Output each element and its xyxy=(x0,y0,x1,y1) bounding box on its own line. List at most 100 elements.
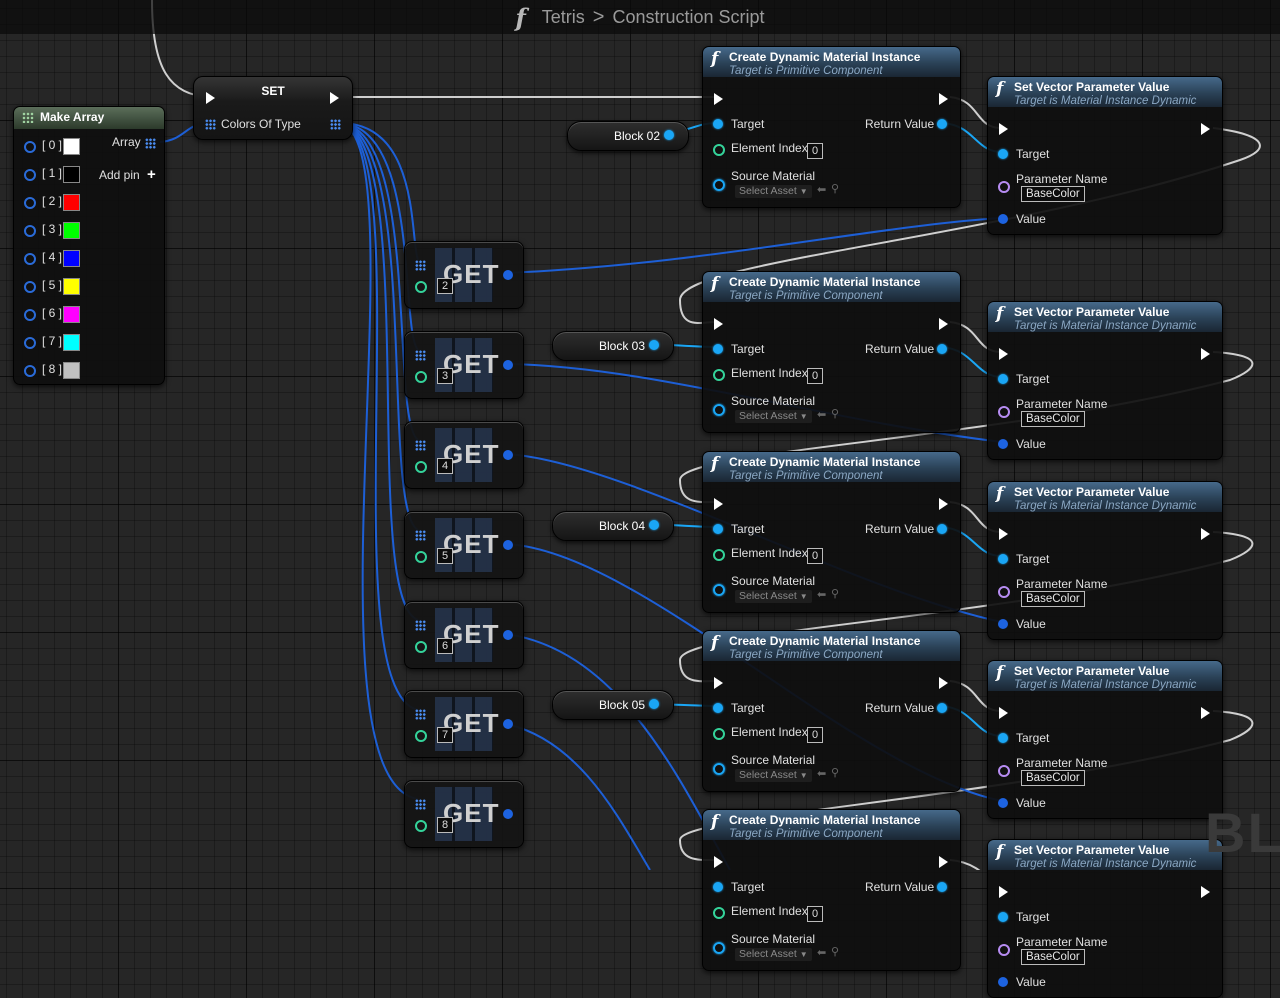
array-item-color-swatch[interactable] xyxy=(63,194,80,211)
browse-search-icon[interactable]: ⚲ xyxy=(831,183,840,195)
get-index-pin[interactable] xyxy=(415,551,427,563)
array-item-pin[interactable] xyxy=(24,141,36,153)
cdmi-source-material-pin[interactable] xyxy=(713,584,725,596)
browse-search-icon[interactable]: ⚲ xyxy=(831,588,840,600)
get-array-in-pin[interactable] xyxy=(415,260,426,271)
cdmi-source-material-pin[interactable] xyxy=(713,763,725,775)
create-dynamic-material-instance-node-1[interactable]: f Create Dynamic Material Instance Targe… xyxy=(702,46,961,208)
cdmi-target-pin[interactable] xyxy=(713,882,723,892)
cdmi-source-material-pin[interactable] xyxy=(713,942,725,954)
breadcrumb-asset[interactable]: Tetris xyxy=(541,6,585,27)
cdmi-element-index-input[interactable]: 0 xyxy=(807,906,823,922)
array-item-pin[interactable] xyxy=(24,253,36,265)
get-array-in-pin[interactable] xyxy=(415,440,426,451)
create-dynamic-material-instance-node-5[interactable]: f Create Dynamic Material Instance Targe… xyxy=(702,809,961,971)
cdmi-select-asset-dropdown[interactable]: Select Asset ▼ xyxy=(735,590,812,603)
set-variable-node[interactable]: SET Colors Of Type xyxy=(193,76,353,140)
cdmi-select-asset-dropdown[interactable]: Select Asset ▼ xyxy=(735,948,812,961)
cdmi-target-pin[interactable] xyxy=(713,703,723,713)
array-output-pin[interactable] xyxy=(145,138,156,149)
cdmi-element-index-input[interactable]: 0 xyxy=(807,368,823,384)
get-node-4[interactable]: GET 4 xyxy=(404,421,524,489)
browse-search-icon[interactable]: ⚲ xyxy=(831,767,840,779)
block-variable-out-pin[interactable] xyxy=(649,520,659,530)
cdmi-exec-in-pin[interactable] xyxy=(714,677,723,689)
svpv-exec-in-pin[interactable] xyxy=(999,707,1008,719)
cdmi-element-index-input[interactable]: 0 xyxy=(807,727,823,743)
cdmi-exec-out-pin[interactable] xyxy=(939,856,948,868)
cdmi-element-index-input[interactable]: 0 xyxy=(807,548,823,564)
svpv-parameter-name-pin[interactable] xyxy=(998,586,1010,598)
array-item-color-swatch[interactable] xyxy=(63,334,80,351)
svpv-exec-out-pin[interactable] xyxy=(1201,528,1210,540)
get-index-pin[interactable] xyxy=(415,371,427,383)
use-selected-arrow-icon[interactable]: ⬅ xyxy=(817,409,827,421)
set-array-in-pin[interactable] xyxy=(205,119,216,130)
svpv-exec-in-pin[interactable] xyxy=(999,886,1008,898)
get-array-in-pin[interactable] xyxy=(415,620,426,631)
array-item-pin[interactable] xyxy=(24,365,36,377)
get-node-8[interactable]: GET 8 xyxy=(404,780,524,848)
array-item-color-swatch[interactable] xyxy=(63,306,80,323)
set-vector-parameter-value-node-5[interactable]: f Set Vector Parameter Value Target is M… xyxy=(987,839,1223,998)
get-node-3[interactable]: GET 3 xyxy=(404,331,524,399)
breadcrumb-graph[interactable]: Construction Script xyxy=(612,6,765,27)
block-variable-5[interactable]: Block 05 xyxy=(552,690,674,720)
cdmi-element-index-pin[interactable] xyxy=(713,144,725,156)
svpv-value-pin[interactable] xyxy=(998,439,1008,449)
use-selected-arrow-icon[interactable]: ⬅ xyxy=(817,768,827,780)
set-vector-parameter-value-node-1[interactable]: f Set Vector Parameter Value Target is M… xyxy=(987,76,1223,235)
svpv-target-pin[interactable] xyxy=(998,554,1008,564)
cdmi-source-material-pin[interactable] xyxy=(713,179,725,191)
make-array-node[interactable]: Make Array Array Add pin + [ 0 ] [ 1 ] [… xyxy=(13,106,165,385)
cdmi-exec-out-pin[interactable] xyxy=(939,318,948,330)
set-vector-parameter-value-node-2[interactable]: f Set Vector Parameter Value Target is M… xyxy=(987,301,1223,460)
svpv-parameter-name-pin[interactable] xyxy=(998,765,1010,777)
cdmi-exec-in-pin[interactable] xyxy=(714,856,723,868)
array-item-color-swatch[interactable] xyxy=(63,278,80,295)
get-value-out-pin[interactable] xyxy=(503,809,513,819)
create-dynamic-material-instance-node-4[interactable]: f Create Dynamic Material Instance Targe… xyxy=(702,630,961,792)
svpv-parameter-name-pin[interactable] xyxy=(998,181,1010,193)
svpv-parameter-name-pin[interactable] xyxy=(998,944,1010,956)
svpv-exec-in-pin[interactable] xyxy=(999,528,1008,540)
block-variable-3[interactable]: Block 03 xyxy=(552,331,674,361)
cdmi-exec-in-pin[interactable] xyxy=(714,318,723,330)
cdmi-source-material-pin[interactable] xyxy=(713,404,725,416)
array-item-color-swatch[interactable] xyxy=(63,362,80,379)
svpv-parameter-name-input[interactable]: BaseColor xyxy=(1021,770,1085,786)
svpv-target-pin[interactable] xyxy=(998,733,1008,743)
cdmi-return-pin[interactable] xyxy=(937,119,947,129)
get-index-pin[interactable] xyxy=(415,281,427,293)
get-node-2[interactable]: GET 2 xyxy=(404,241,524,309)
svpv-exec-out-pin[interactable] xyxy=(1201,123,1210,135)
array-item-color-swatch[interactable] xyxy=(63,166,80,183)
get-index-input[interactable]: 7 xyxy=(437,727,453,743)
cdmi-exec-in-pin[interactable] xyxy=(714,498,723,510)
svpv-parameter-name-input[interactable]: BaseColor xyxy=(1021,591,1085,607)
cdmi-select-asset-dropdown[interactable]: Select Asset ▼ xyxy=(735,769,812,782)
cdmi-target-pin[interactable] xyxy=(713,344,723,354)
browse-search-icon[interactable]: ⚲ xyxy=(831,946,840,958)
svpv-value-pin[interactable] xyxy=(998,977,1008,987)
set-array-out-pin[interactable] xyxy=(330,119,341,130)
cdmi-target-pin[interactable] xyxy=(713,119,723,129)
array-item-color-swatch[interactable] xyxy=(63,250,80,267)
use-selected-arrow-icon[interactable]: ⬅ xyxy=(817,947,827,959)
cdmi-element-index-pin[interactable] xyxy=(713,369,725,381)
get-index-input[interactable]: 3 xyxy=(437,368,453,384)
get-node-7[interactable]: GET 7 xyxy=(404,690,524,758)
array-item-pin[interactable] xyxy=(24,281,36,293)
get-index-input[interactable]: 5 xyxy=(437,548,453,564)
svpv-parameter-name-input[interactable]: BaseColor xyxy=(1021,186,1085,202)
get-index-input[interactable]: 2 xyxy=(437,278,453,294)
add-pin-button[interactable]: Add pin + xyxy=(99,166,156,183)
array-item-pin[interactable] xyxy=(24,197,36,209)
svpv-parameter-name-input[interactable]: BaseColor xyxy=(1021,411,1085,427)
cdmi-exec-out-pin[interactable] xyxy=(939,498,948,510)
cdmi-exec-in-pin[interactable] xyxy=(714,93,723,105)
svpv-value-pin[interactable] xyxy=(998,214,1008,224)
use-selected-arrow-icon[interactable]: ⬅ xyxy=(817,184,827,196)
get-array-in-pin[interactable] xyxy=(415,530,426,541)
svpv-exec-out-pin[interactable] xyxy=(1201,707,1210,719)
